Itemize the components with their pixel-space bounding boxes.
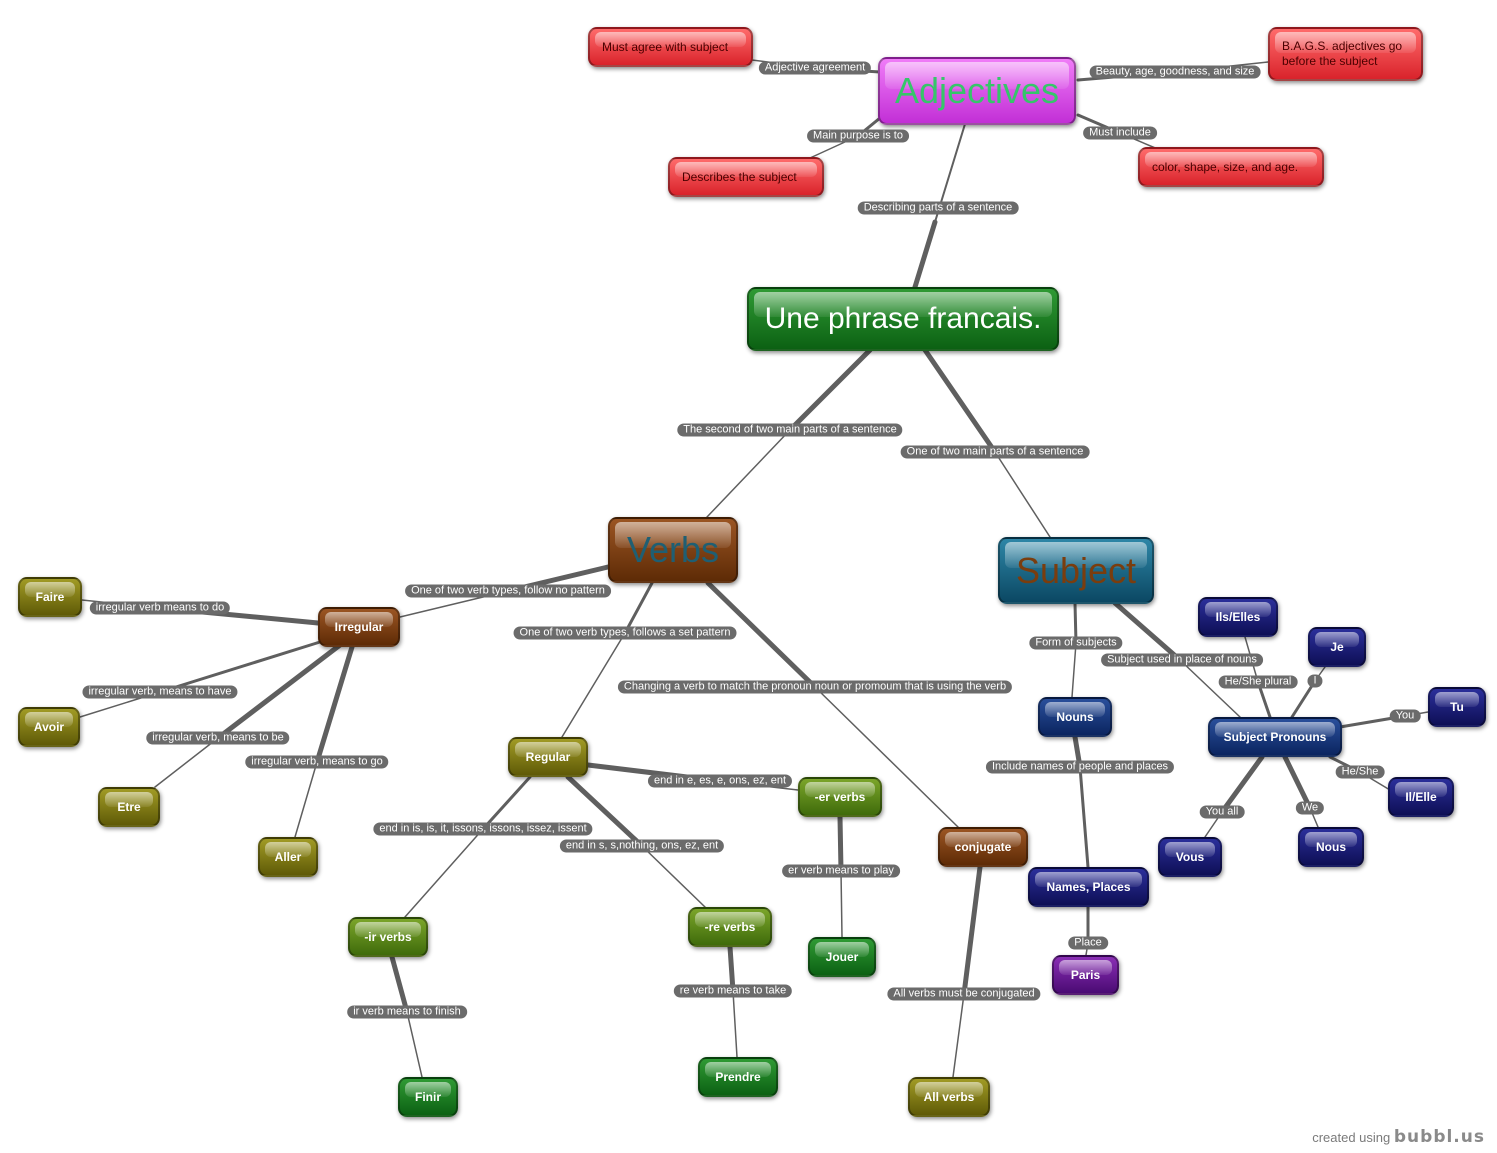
edge-label-used-in-place: Subject used in place of nouns [1101, 653, 1263, 667]
edge-label-no-pattern: One of two verb types, follow no pattern [405, 584, 611, 598]
node-nous[interactable]: Nous [1298, 827, 1364, 867]
brand-logo[interactable]: bubbl.us [1393, 1127, 1485, 1147]
edge-label-place: Place [1068, 936, 1108, 950]
node-all-verbs-label: All verbs [923, 1090, 975, 1104]
edge-label-must-include: Must include [1083, 126, 1157, 140]
node-irregular[interactable]: Irregular [318, 607, 400, 647]
node-aller[interactable]: Aller [258, 837, 318, 877]
edge-label-faire-def: irregular verb means to do [89, 601, 231, 615]
node-subject-pronouns[interactable]: Subject Pronouns [1208, 717, 1342, 757]
node-ils-elles[interactable]: Ils/Elles [1198, 597, 1278, 637]
edge-label-second-part: The second of two main parts of a senten… [677, 423, 903, 437]
node-paris[interactable]: Paris [1052, 955, 1119, 995]
node-vous-label: Vous [1175, 850, 1205, 864]
node-jouer[interactable]: Jouer [808, 937, 876, 977]
node-jouer-label: Jouer [825, 950, 859, 964]
node-vous[interactable]: Vous [1158, 837, 1222, 877]
edge-label-re-endings: end in s, s,nothing, ons, ez, ent [559, 839, 725, 853]
edge-label-changing-verb: Changing a verb to match the pronoun nou… [617, 680, 1013, 694]
edge-label-form-of-subjects: Form of subjects [1029, 636, 1123, 650]
node-re-verbs-label: -re verbs [704, 920, 756, 934]
edge-label-ir-endings: end in is, is, it, issons, issons, issez… [373, 822, 593, 836]
node-aller-label: Aller [274, 850, 302, 864]
node-ils-elles-label: Ils/Elles [1215, 610, 1261, 624]
edge-label-one-part: One of two main parts of a sentence [900, 445, 1090, 459]
node-faire-label: Faire [35, 590, 65, 604]
node-paris-label: Paris [1070, 968, 1101, 982]
node-verbs-label: Verbs [626, 529, 720, 570]
edge-label-aller-def: irregular verb, means to go [245, 755, 389, 769]
node-subject[interactable]: Subject [998, 537, 1154, 604]
edge-label-main-purpose: Main purpose is to [807, 129, 909, 143]
edge-label-re-def: re verb means to take [673, 984, 793, 998]
edge-label-er-def: er verb means to play [782, 864, 900, 878]
node-je[interactable]: Je [1308, 627, 1366, 667]
edge-label-he-she: He/She [1335, 765, 1385, 779]
edge-label-avoir-def: irregular verb, means to have [82, 685, 238, 699]
edge-label-i: I [1307, 674, 1323, 688]
node-ir-verbs-label: -ir verbs [364, 930, 412, 944]
edge-label-all-conjugated: All verbs must be conjugated [887, 987, 1041, 1001]
node-tu[interactable]: Tu [1428, 687, 1486, 727]
node-subject-pronouns-label: Subject Pronouns [1223, 730, 1327, 744]
node-er-verbs-label: -er verbs [814, 790, 866, 804]
node-adjectives-label: Adjectives [894, 70, 1060, 111]
node-all-verbs[interactable]: All verbs [908, 1077, 990, 1117]
node-irregular-label: Irregular [334, 620, 384, 634]
node-prendre[interactable]: Prendre [698, 1057, 778, 1097]
node-bags-label: B.A.G.S. adjectives go before the subjec… [1282, 39, 1403, 68]
edge-label-include-names: Include names of people and places [985, 760, 1175, 774]
node-color-shape[interactable]: color, shape, size, and age. [1138, 147, 1324, 187]
node-er-verbs[interactable]: -er verbs [798, 777, 882, 817]
edge-label-he-she-plural: He/She plural [1218, 675, 1298, 689]
edge-label-you-all: You all [1199, 805, 1245, 819]
edge-label-etre-def: irregular verb, means to be [146, 731, 290, 745]
node-re-verbs[interactable]: -re verbs [688, 907, 772, 947]
node-nouns-label: Nouns [1056, 710, 1094, 724]
edge-label-adjective-agreement: Adjective agreement [758, 61, 872, 75]
node-etre-label: Etre [117, 800, 141, 814]
node-tu-label: Tu [1450, 700, 1464, 714]
node-je-label: Je [1330, 640, 1344, 654]
node-bags[interactable]: B.A.G.S. adjectives go before the subjec… [1268, 27, 1423, 81]
node-conjugate[interactable]: conjugate [938, 827, 1028, 867]
node-main-sentence[interactable]: Une phrase francais. [747, 287, 1059, 351]
node-finir[interactable]: Finir [398, 1077, 458, 1117]
node-describes-subject[interactable]: Describes the subject [668, 157, 824, 197]
node-finir-label: Finir [415, 1090, 441, 1104]
footer-credit: created using bubbl.us [1312, 1127, 1485, 1147]
node-main-sentence-label: Une phrase francais. [764, 302, 1042, 335]
node-color-shape-label: color, shape, size, and age. [1152, 160, 1299, 174]
edge-label-you: You [1389, 709, 1421, 723]
node-names-places[interactable]: Names, Places [1028, 867, 1149, 907]
node-adjectives[interactable]: Adjectives [878, 57, 1076, 125]
edge-label-er-endings: end in e, es, e, ons, ez, ent [647, 774, 793, 788]
node-avoir[interactable]: Avoir [18, 707, 80, 747]
node-il-elle[interactable]: Il/Elle [1388, 777, 1454, 817]
edge-label-we: We [1295, 801, 1325, 815]
node-etre[interactable]: Etre [98, 787, 160, 827]
edge-label-bags: Beauty, age, goodness, and size [1089, 65, 1261, 79]
node-names-places-label: Names, Places [1046, 880, 1131, 894]
node-must-agree-label: Must agree with subject [602, 40, 729, 54]
node-prendre-label: Prendre [715, 1070, 761, 1084]
node-nous-label: Nous [1316, 840, 1346, 854]
node-subject-label: Subject [1015, 549, 1137, 591]
node-must-agree[interactable]: Must agree with subject [588, 27, 753, 67]
node-faire[interactable]: Faire [18, 577, 82, 617]
node-nouns[interactable]: Nouns [1038, 697, 1112, 737]
node-il-elle-label: Il/Elle [1405, 790, 1437, 804]
node-regular[interactable]: Regular [508, 737, 588, 777]
footer-text: created using [1312, 1130, 1391, 1145]
node-conjugate-label: conjugate [954, 840, 1012, 854]
node-ir-verbs[interactable]: -ir verbs [348, 917, 428, 957]
node-verbs[interactable]: Verbs [608, 517, 738, 583]
node-describes-subject-label: Describes the subject [682, 170, 797, 184]
edge-label-set-pattern: One of two verb types, follows a set pat… [513, 626, 737, 640]
edge-label-describing-parts: Describing parts of a sentence [857, 201, 1019, 215]
edge-label-ir-def: ir verb means to finish [347, 1005, 467, 1019]
node-regular-label: Regular [525, 750, 571, 764]
node-avoir-label: Avoir [33, 720, 65, 734]
